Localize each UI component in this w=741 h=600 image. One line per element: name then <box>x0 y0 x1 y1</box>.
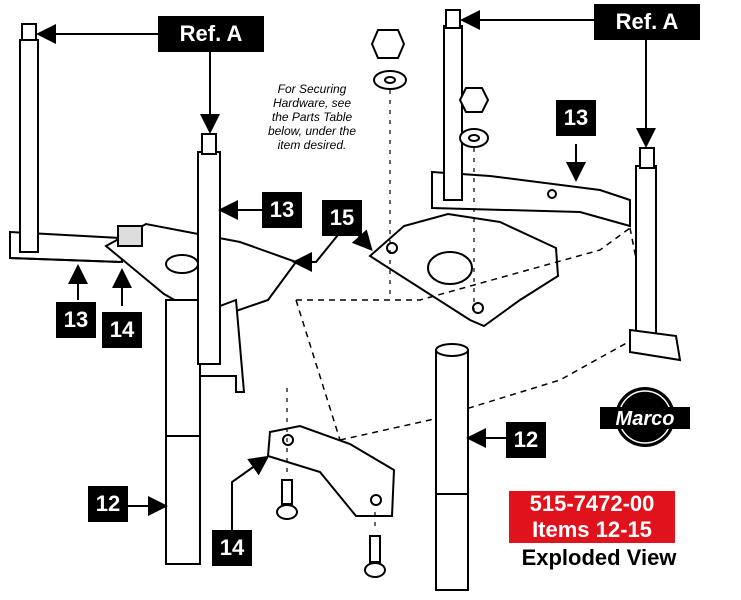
callout-15: 15 <box>322 200 362 236</box>
right-bracket-13 <box>431 170 631 228</box>
hardware <box>276 29 490 578</box>
lower-bracket-14 <box>266 424 396 517</box>
callout-13-left-bracket: 13 <box>56 302 96 338</box>
ref-a-label-right: Ref. A <box>594 4 700 40</box>
callout-13-right: 13 <box>556 100 596 136</box>
right-post-12 <box>435 343 469 591</box>
part-number: 515-7472-00 <box>529 491 655 516</box>
left-post-13 <box>197 133 221 365</box>
left-bracket-13 <box>9 23 124 264</box>
callout-13-left-post: 13 <box>262 192 302 228</box>
right-post-13 <box>443 9 463 201</box>
frame-outline <box>295 227 651 441</box>
items-range: Items 12-15 <box>532 517 652 542</box>
view-caption: Exploded View <box>521 545 677 570</box>
logo-text: Marco <box>616 408 675 430</box>
left-post-12 <box>165 299 201 565</box>
callout-14-left: 14 <box>102 312 142 348</box>
securing-hardware-note: For Securing Hardware, see the Parts Tab… <box>267 82 357 152</box>
marco-logo: Marco <box>600 387 690 447</box>
callout-12-right: 12 <box>506 422 546 458</box>
part-number-box: 515-7472-00 Items 12-15 <box>509 491 675 543</box>
callout-12-left: 12 <box>88 486 128 522</box>
center-bracket-15 <box>368 212 560 328</box>
right-post-13b <box>629 147 682 362</box>
ref-a-label-left: Ref. A <box>158 16 264 52</box>
callout-14-bottom: 14 <box>212 530 252 566</box>
